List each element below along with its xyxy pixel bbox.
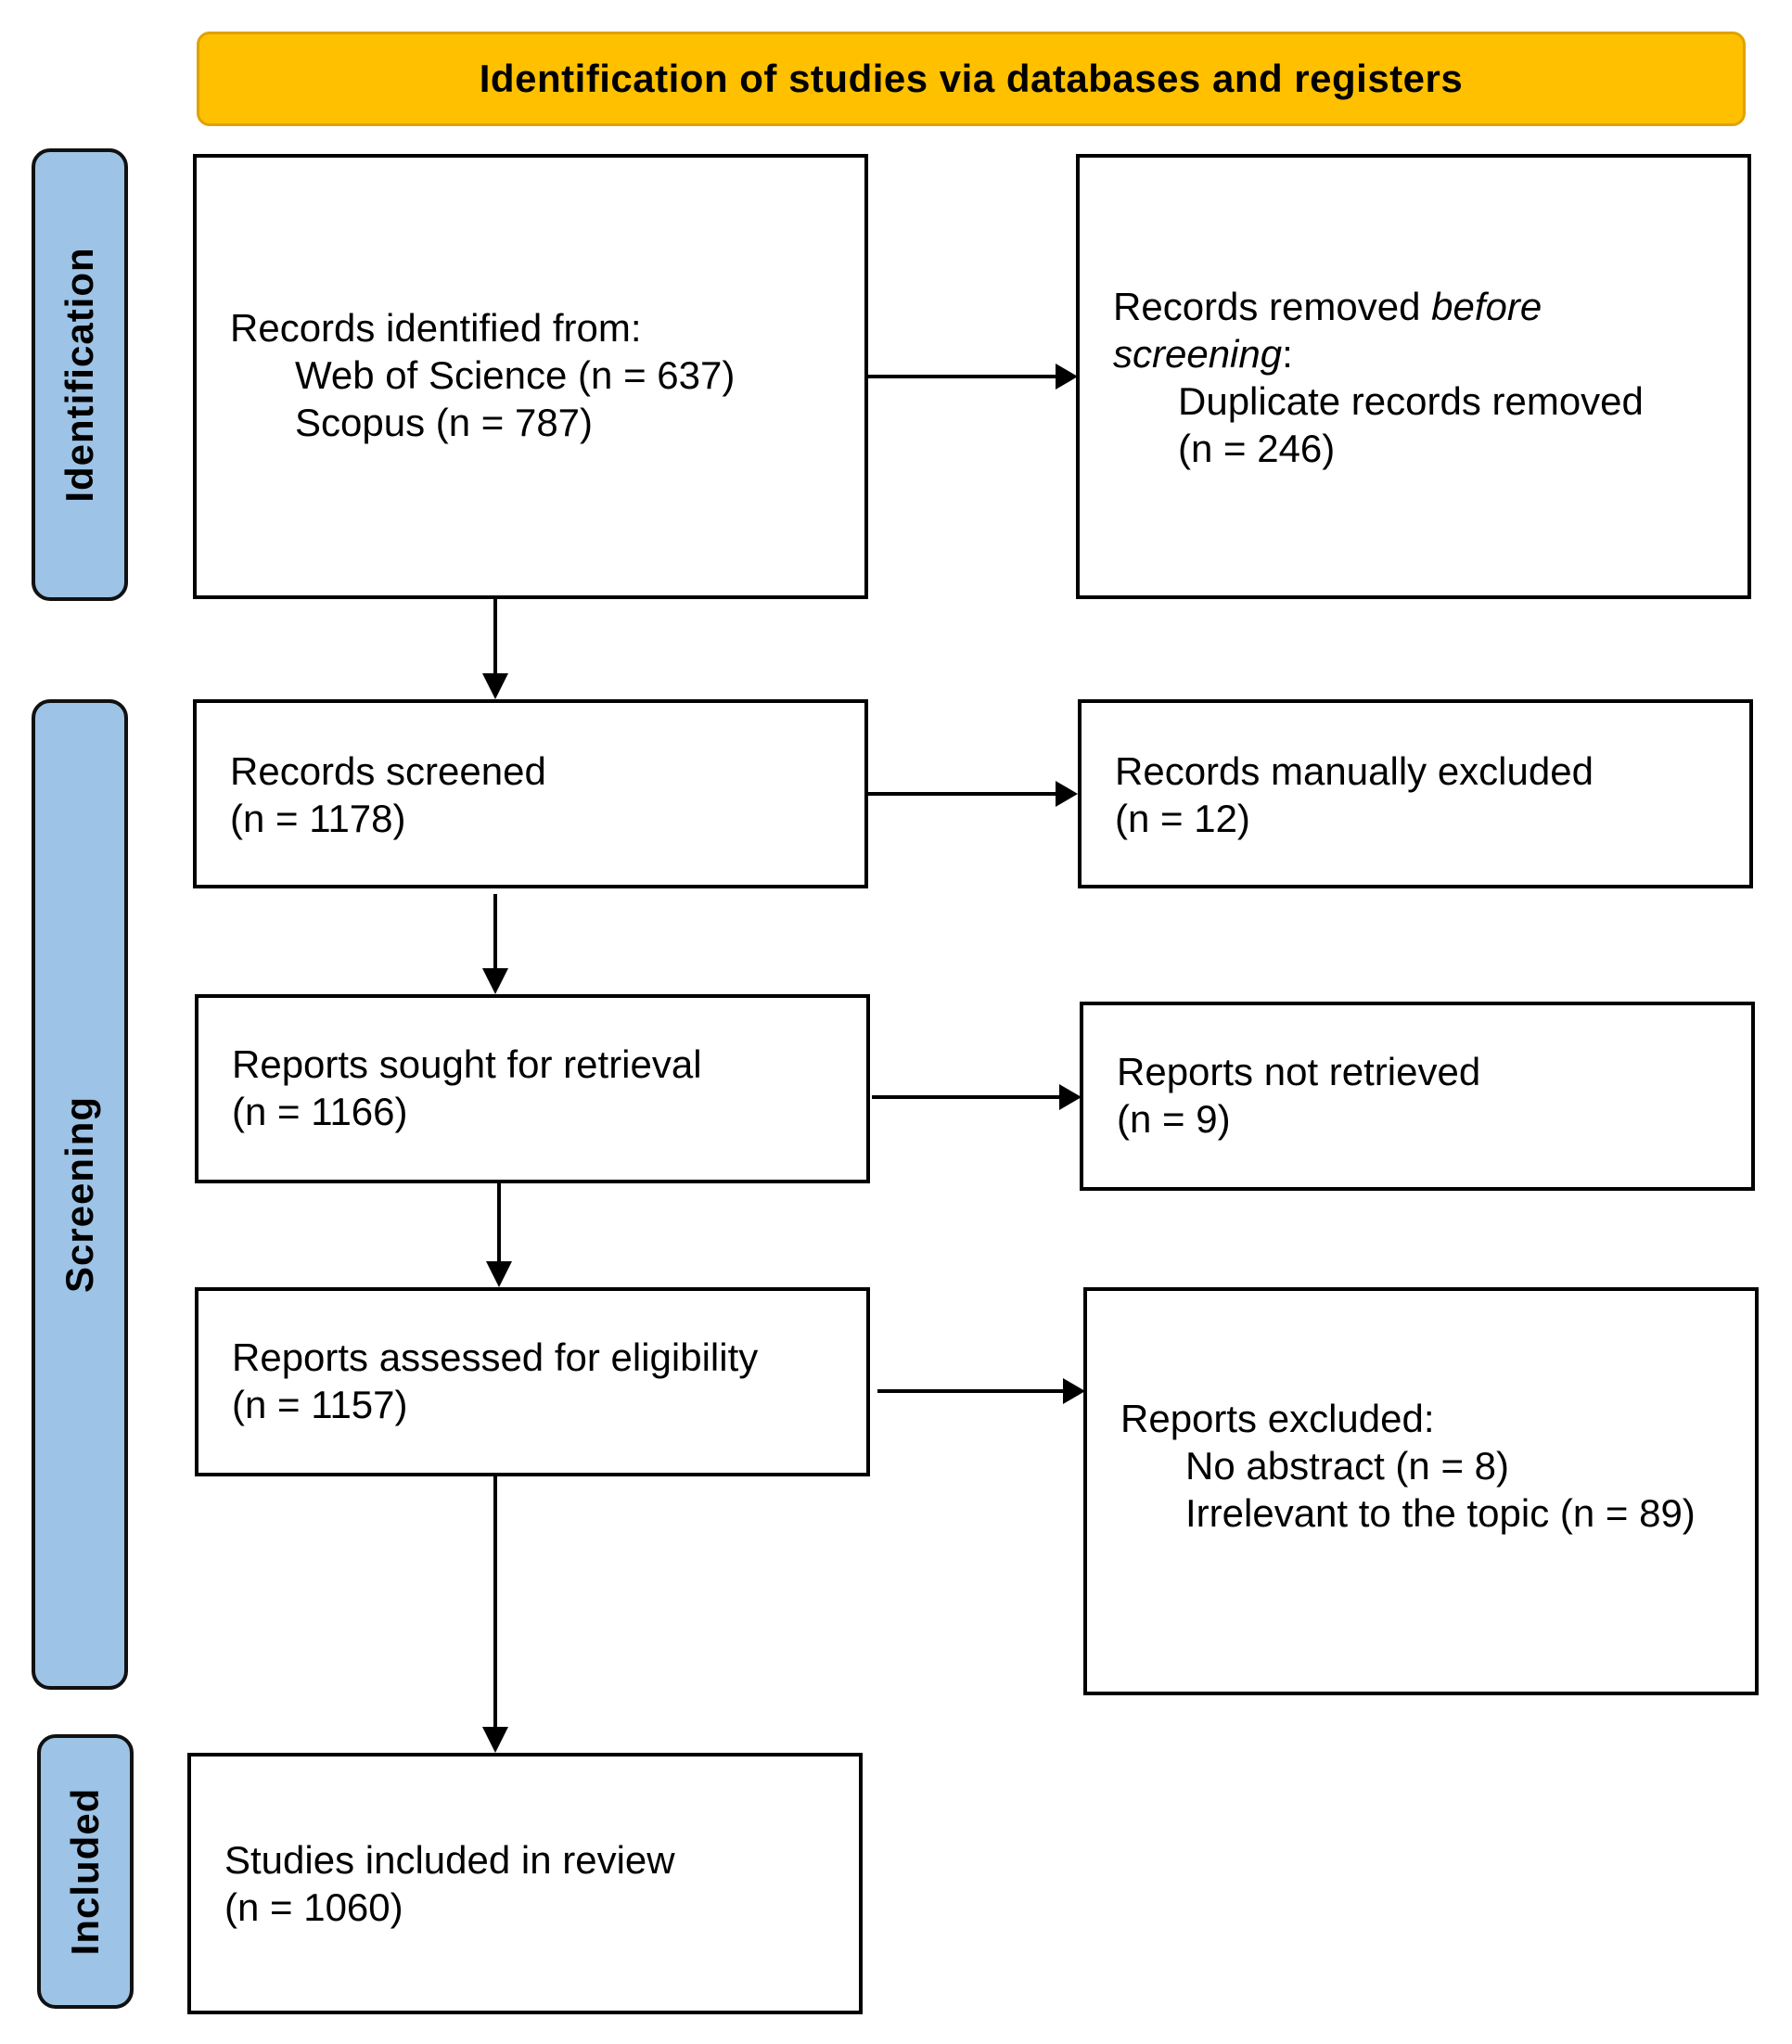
phase-screening: Screening xyxy=(32,699,128,1690)
records-excluded-text: Records manually excluded (n = 12) xyxy=(1115,747,1594,842)
reports-not-retrieved-box xyxy=(1080,1002,1755,1191)
records-screened-label: Records screened xyxy=(230,749,546,793)
records-excluded-label: Records manually excluded xyxy=(1115,749,1594,793)
records-screened-box xyxy=(193,699,868,888)
arrowhead-not-retrieved xyxy=(1059,1084,1082,1110)
reports-not-retrieved-label: Reports not retrieved xyxy=(1117,1050,1481,1093)
records-identified-box xyxy=(193,154,868,599)
reports-sought-count: (n = 1166) xyxy=(232,1090,408,1133)
arrowhead-sought xyxy=(482,968,508,994)
reports-assessed-text: Reports assessed for eligibility (n = 11… xyxy=(232,1334,758,1428)
records-removed-screening: screening xyxy=(1113,332,1283,376)
records-excluded-count: (n = 12) xyxy=(1115,797,1250,840)
studies-included-text: Studies included in review (n = 1060) xyxy=(224,1836,675,1931)
duplicate-records-count: (n = 246) xyxy=(1178,427,1336,470)
records-screened-text: Records screened (n = 1178) xyxy=(230,747,546,842)
reports-assessed-box xyxy=(195,1287,870,1476)
records-identified-heading: Records identified from: xyxy=(230,306,642,350)
reports-not-retrieved-count: (n = 9) xyxy=(1117,1097,1231,1141)
records-identified-text: Records identified from: Web of Science … xyxy=(230,304,735,446)
reports-assessed-count: (n = 1157) xyxy=(232,1383,408,1426)
reason-irrelevant: Irrelevant to the topic (n = 89) xyxy=(1185,1491,1696,1535)
header-title: Identification of studies via databases … xyxy=(479,57,1464,100)
records-removed-heading: Records removed xyxy=(1113,285,1432,328)
records-excluded-box xyxy=(1078,699,1753,888)
phase-included: Included xyxy=(37,1734,134,2009)
arrowhead-removed xyxy=(1056,364,1078,390)
arrowhead-reports-excluded xyxy=(1063,1378,1085,1404)
phase-identification: Identification xyxy=(32,148,128,601)
reports-sought-box xyxy=(195,994,870,1183)
reports-sought-text: Reports sought for retrieval (n = 1166) xyxy=(232,1041,702,1135)
source-scopus: Scopus (n = 787) xyxy=(295,401,594,444)
records-removed-text: Records removed before screening: Duplic… xyxy=(1113,283,1644,472)
reports-sought-label: Reports sought for retrieval xyxy=(232,1042,702,1086)
records-removed-before: before xyxy=(1431,285,1542,328)
reports-not-retrieved-text: Reports not retrieved (n = 9) xyxy=(1117,1048,1480,1143)
records-removed-colon: : xyxy=(1282,332,1293,376)
arrowhead-records-excluded xyxy=(1056,781,1078,807)
records-screened-count: (n = 1178) xyxy=(230,797,406,840)
reason-no-abstract: No abstract (n = 8) xyxy=(1185,1444,1509,1488)
reports-assessed-label: Reports assessed for eligibility xyxy=(232,1335,759,1379)
reports-excluded-text: Reports excluded: No abstract (n = 8) Ir… xyxy=(1120,1395,1696,1537)
reports-excluded-heading: Reports excluded: xyxy=(1120,1397,1435,1440)
arrowhead-assessed xyxy=(486,1261,512,1287)
duplicate-records-label: Duplicate records removed xyxy=(1178,379,1644,423)
studies-included-count: (n = 1060) xyxy=(224,1885,403,1929)
arrowhead-included xyxy=(482,1727,508,1753)
studies-included-label: Studies included in review xyxy=(224,1838,675,1882)
header-banner: Identification of studies via databases … xyxy=(197,32,1746,126)
arrowhead-screened xyxy=(482,673,508,699)
reports-excluded-box xyxy=(1083,1287,1759,1695)
studies-included-box xyxy=(187,1753,863,2014)
source-web-of-science: Web of Science (n = 637) xyxy=(295,353,736,397)
